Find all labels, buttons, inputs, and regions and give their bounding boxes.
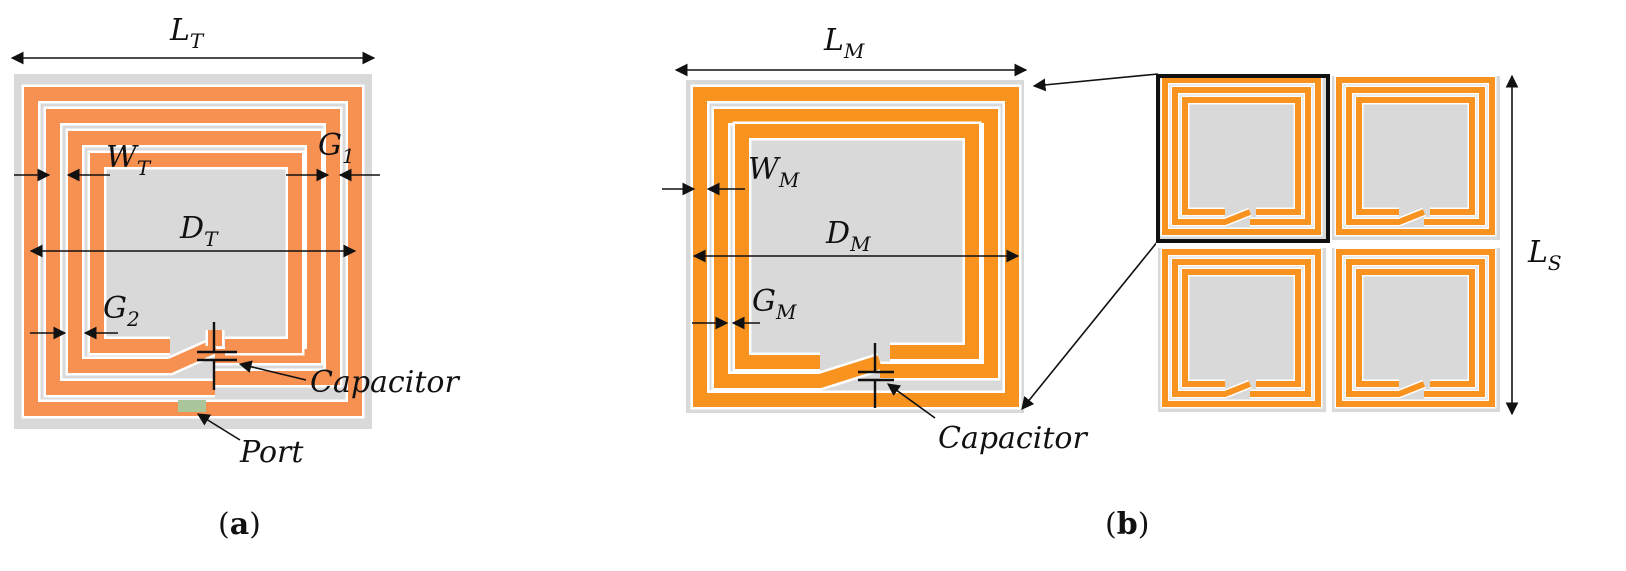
label-LS: LS bbox=[1527, 235, 1562, 275]
zoom-arrow-bottom bbox=[1021, 240, 1159, 410]
panel-a: LT WT G1 DT G2 Capacitor Port (a) bbox=[10, 13, 460, 542]
zoom-arrow-top bbox=[1032, 73, 1159, 92]
label-WM: WM bbox=[748, 152, 800, 192]
label-GM: GM bbox=[752, 284, 797, 324]
label-G2: G2 bbox=[103, 291, 140, 331]
capacitor-symbol-b bbox=[858, 343, 894, 408]
label-LM: LM bbox=[823, 23, 865, 63]
array-cell bbox=[1158, 248, 1326, 412]
label-G1: G1 bbox=[318, 128, 355, 168]
capacitor-pointer-a bbox=[238, 360, 307, 381]
array-cell bbox=[1332, 248, 1500, 412]
caption-a: (a) bbox=[218, 507, 261, 542]
highlighted-unit-cell bbox=[1156, 74, 1330, 243]
array-cell bbox=[1158, 75, 1326, 240]
port-a bbox=[178, 400, 206, 412]
capacitor-symbol-a bbox=[197, 322, 237, 390]
port-pointer bbox=[196, 413, 241, 441]
array-cell bbox=[1332, 76, 1500, 240]
label-capacitor-b: Capacitor bbox=[938, 421, 1088, 456]
caption-b: (b) bbox=[1105, 507, 1149, 542]
label-WT: WT bbox=[106, 140, 152, 180]
capacitor-pointer-b bbox=[886, 383, 936, 419]
label-DT: DT bbox=[179, 211, 219, 251]
label-DM: DM bbox=[825, 216, 871, 256]
label-capacitor-a: Capacitor bbox=[310, 365, 460, 400]
spiral-coil-b bbox=[690, 84, 1022, 410]
panel-b: LM WM DM GM Capacitor bbox=[662, 23, 1159, 456]
metasurface-array: LS (b) bbox=[1105, 74, 1562, 542]
label-LT: LT bbox=[169, 13, 205, 53]
label-port: Port bbox=[239, 435, 304, 470]
